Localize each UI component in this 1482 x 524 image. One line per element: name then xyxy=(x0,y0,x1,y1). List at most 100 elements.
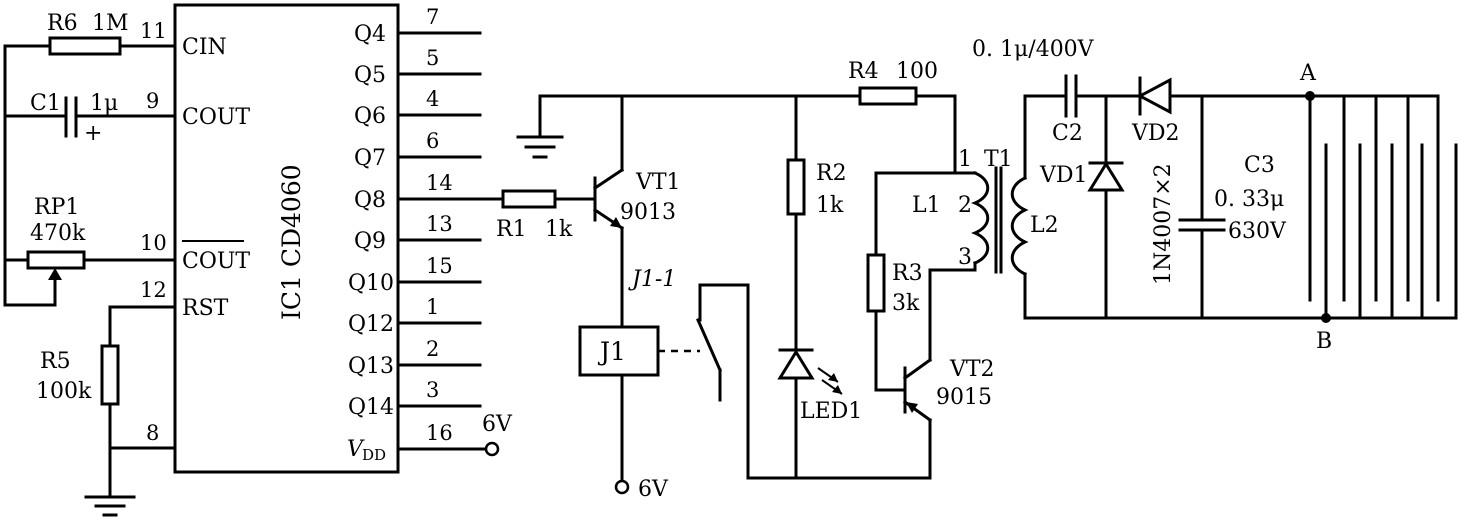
svg-text:6V: 6V xyxy=(482,412,513,437)
svg-text:12: 12 xyxy=(140,278,167,302)
svg-text:COUT: COUT xyxy=(182,105,250,130)
pin-cin: 11 CIN xyxy=(118,19,227,60)
svg-text:Q8: Q8 xyxy=(354,188,386,213)
svg-text:1k: 1k xyxy=(816,193,844,218)
svg-text:V: V xyxy=(347,437,365,462)
svg-text:8: 8 xyxy=(146,421,159,445)
svg-text:3: 3 xyxy=(426,378,439,402)
vt2-transistor: VT2 9015 xyxy=(902,357,995,480)
svg-text:C3: C3 xyxy=(1244,153,1275,178)
pin-vdd: V DD 16 6V xyxy=(347,412,513,464)
svg-text:L1: L1 xyxy=(912,193,941,218)
svg-text:C2: C2 xyxy=(1052,121,1083,146)
svg-text:R3: R3 xyxy=(892,261,923,286)
pin-q9: Q9 13 xyxy=(354,212,482,254)
svg-text:Q7: Q7 xyxy=(354,146,386,171)
svg-text:Q5: Q5 xyxy=(354,63,386,88)
svg-text:VT1: VT1 xyxy=(635,170,681,195)
svg-text:C1: C1 xyxy=(30,91,61,116)
svg-text:4: 4 xyxy=(426,87,439,111)
svg-text:3: 3 xyxy=(958,245,972,270)
svg-text:Q10: Q10 xyxy=(348,271,394,296)
svg-text:9013: 9013 xyxy=(620,200,676,225)
supply-6v-middle: 6V xyxy=(614,477,669,502)
ic-name: IC1 CD4060 xyxy=(277,164,306,320)
t1-transformer: 1 T1 2 3 L1 L2 xyxy=(912,147,1059,276)
svg-text:1k: 1k xyxy=(545,217,573,242)
r6-resistor: R6 1M xyxy=(3,11,129,56)
svg-text:14: 14 xyxy=(426,171,453,195)
svg-text:VT2: VT2 xyxy=(949,357,995,382)
pin-q5: Q5 5 xyxy=(354,46,482,88)
svg-text:R1: R1 xyxy=(496,217,527,242)
pin-q4: Q4 7 xyxy=(354,5,482,47)
rp1-potentiometer: RP1 470k xyxy=(3,195,86,307)
svg-text:Q13: Q13 xyxy=(348,354,394,379)
svg-text:1: 1 xyxy=(958,147,972,172)
svg-text:J1: J1 xyxy=(597,337,626,366)
svg-text:DD: DD xyxy=(362,446,386,464)
svg-text:R6: R6 xyxy=(47,11,78,36)
svg-text:R5: R5 xyxy=(40,349,71,374)
svg-text:630V: 630V xyxy=(1228,219,1287,244)
vd2-diode: VD2 xyxy=(1131,76,1440,146)
pin-q7: Q7 6 xyxy=(354,129,482,171)
svg-text:1μ: 1μ xyxy=(90,91,118,116)
svg-text:10: 10 xyxy=(140,231,167,255)
svg-text:CIN: CIN xyxy=(182,35,227,60)
svg-text:L2: L2 xyxy=(1030,213,1059,238)
j1-relay-coil: J1 xyxy=(578,325,660,377)
svg-text:VD1: VD1 xyxy=(1039,163,1088,188)
pin-q10: Q10 15 xyxy=(348,254,482,296)
svg-text:RP1: RP1 xyxy=(34,195,79,220)
svg-text:3k: 3k xyxy=(892,291,920,316)
svg-text:7: 7 xyxy=(426,5,439,29)
svg-text:1: 1 xyxy=(426,295,439,319)
pin-8: 8 xyxy=(108,421,177,450)
ground-left xyxy=(84,495,136,517)
svg-text:RST: RST xyxy=(182,296,229,321)
svg-text:Q14: Q14 xyxy=(348,395,394,420)
c3-capacitor: C3 0. 33μ 630V xyxy=(1178,94,1287,320)
svg-text:1M: 1M xyxy=(92,11,129,36)
j1-1-contact: J1-1 xyxy=(628,267,750,480)
svg-text:6V: 6V xyxy=(638,477,669,502)
pin-q12: Q12 1 xyxy=(348,295,482,337)
led1: LED1 xyxy=(777,348,862,480)
pin-q6: Q6 4 xyxy=(354,87,482,129)
node-b-label: B xyxy=(1316,329,1332,354)
electrode-grid: A B xyxy=(1299,61,1458,354)
svg-text:Q9: Q9 xyxy=(354,229,386,254)
r5-resistor: R5 100k xyxy=(36,305,120,497)
ic1-cd4060: IC1 CD4060 11 CIN 9 COUT 10 COUT 12 RST … xyxy=(82,3,513,474)
svg-text:13: 13 xyxy=(426,212,453,236)
svg-text:Q6: Q6 xyxy=(354,104,386,129)
svg-text:2: 2 xyxy=(958,193,972,218)
pin-q13: Q13 2 xyxy=(348,337,482,379)
node-a-label: A xyxy=(1299,61,1317,86)
svg-text:9015: 9015 xyxy=(936,385,992,410)
pin-cout-bar: 10 COUT xyxy=(82,231,250,274)
r4-resistor: R4 100 xyxy=(848,59,957,175)
svg-text:100: 100 xyxy=(896,59,938,84)
svg-text:470k: 470k xyxy=(30,221,86,246)
svg-text:+: + xyxy=(84,121,102,146)
c2-capacitor: 0. 1μ/400V C2 xyxy=(972,37,1142,146)
svg-text:Q12: Q12 xyxy=(348,312,394,337)
pin-q8: Q8 14 xyxy=(354,171,505,213)
svg-text:0. 33μ: 0. 33μ xyxy=(1214,187,1284,212)
svg-text:6: 6 xyxy=(426,129,439,153)
svg-text:VD2: VD2 xyxy=(1131,121,1180,146)
svg-text:15: 15 xyxy=(426,254,453,278)
pin-rst: 12 RST xyxy=(108,278,229,321)
svg-text:COUT: COUT xyxy=(182,249,250,274)
diode-part-number: 1N4007×2 xyxy=(1151,163,1176,285)
svg-text:5: 5 xyxy=(426,46,439,70)
svg-text:16: 16 xyxy=(426,421,453,445)
svg-text:J1-1: J1-1 xyxy=(628,267,676,292)
c1-capacitor: C1 1μ + xyxy=(3,91,118,146)
vt1-transistor: VT1 9013 xyxy=(592,167,681,231)
svg-text:Q4: Q4 xyxy=(354,22,386,47)
r3-resistor: R3 3k xyxy=(866,253,923,392)
